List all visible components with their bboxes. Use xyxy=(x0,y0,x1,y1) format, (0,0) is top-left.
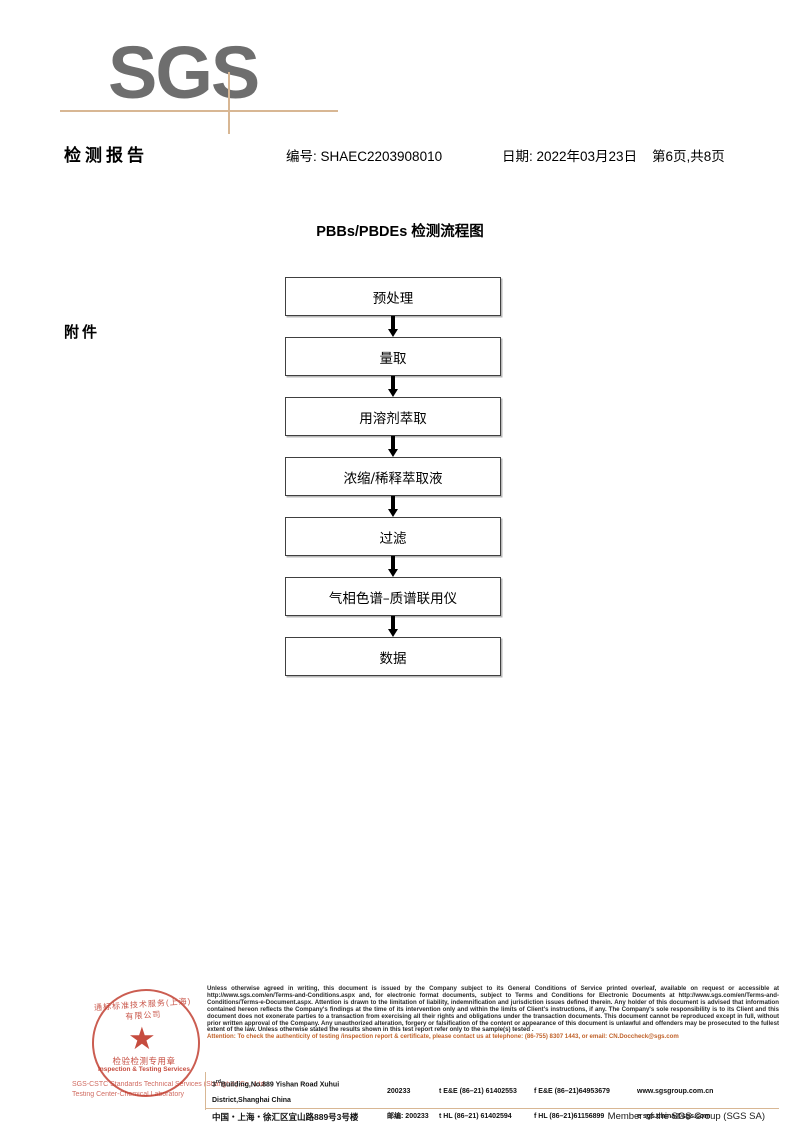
flow-arrow-5 xyxy=(285,556,501,577)
address-divider-horizontal xyxy=(205,1108,779,1110)
company-seal-stamp: 通标标准技术服务(上海)有限公司 ★ 检验检测专用章 Inspection & … xyxy=(72,984,266,1102)
flowchart-title: PBBs/PBDEs 检测流程图 xyxy=(316,224,484,240)
seal-footer-line-2: Testing Center-Chemical Laboratory xyxy=(72,1091,185,1098)
flowchart: 预处理 量取 用溶剂萃取 浓缩/稀释萃取液 过滤 气相色谱–质谱联用仪 数据 xyxy=(285,277,503,676)
flow-step-label: 预处理 xyxy=(372,290,414,307)
star-icon: ★ xyxy=(128,1021,156,1056)
report-date: 日期: 2022年03月23日 xyxy=(502,149,638,164)
seal-center-en: Inspection & Testing Services xyxy=(98,1066,190,1073)
telephone-hl: t HL (86–21) 61402594 xyxy=(439,1113,512,1121)
section-subtitle: 附件 xyxy=(64,323,101,341)
flow-step-label: 气相色谱–质谱联用仪 xyxy=(328,590,458,607)
address-zip-cn: 邮编: 200233 xyxy=(387,1113,429,1121)
address-en: 3rdBuilding,No.889 Yishan Road Xuhui Dis… xyxy=(212,1079,340,1105)
flow-arrow-1 xyxy=(285,316,501,337)
seal-footer-line-1: SGS-CSTC Standards Technical Services (S… xyxy=(72,1081,267,1088)
flow-step-7: 数据 xyxy=(285,637,501,676)
website-link[interactable]: www.sgsgroup.com.cn xyxy=(637,1087,714,1095)
sgs-logo: SGS xyxy=(60,31,368,134)
flow-step-1: 预处理 xyxy=(285,277,501,316)
logo-rule-horizontal xyxy=(60,110,338,112)
address-zip-en: 200233 xyxy=(387,1087,411,1095)
address-cn: 中国・上海・徐汇区宜山路889号3号楼 xyxy=(212,1112,359,1123)
fax-hl: f HL (86–21)61156899 xyxy=(534,1113,605,1121)
flow-step-2: 量取 xyxy=(285,337,501,376)
flow-step-label: 用溶剂萃取 xyxy=(359,410,427,427)
legal-attention-notice: Attention: To check the authenticity of … xyxy=(207,1033,679,1041)
flow-step-label: 量取 xyxy=(379,350,407,367)
flow-step-4: 浓缩/稀释萃取液 xyxy=(285,457,501,496)
address-row-en: 3rdBuilding,No.889 Yishan Road Xuhui Dis… xyxy=(212,1074,782,1109)
report-number: 编号: SHAEC2203908010 xyxy=(286,149,443,164)
email-link[interactable]: e sgs.china@sgs.com xyxy=(637,1113,711,1121)
legal-paragraph: Unless otherwise agreed in writing, this… xyxy=(207,985,779,1034)
page-title: 检测报告 xyxy=(64,146,148,166)
legal-terms-block: Unless otherwise agreed in writing, this… xyxy=(207,985,779,1041)
address-divider-vertical xyxy=(205,1072,207,1110)
report-header: 检测报告 编号: SHAEC2203908010 日期: 2022年03月23日… xyxy=(0,141,800,341)
seal-center-cn: 检验检测专用章 xyxy=(112,1056,176,1066)
flow-arrow-2 xyxy=(285,376,501,397)
flow-arrow-4 xyxy=(285,496,501,517)
flow-arrow-6 xyxy=(285,616,501,637)
flow-step-6: 气相色谱–质谱联用仪 xyxy=(285,577,501,616)
flow-step-label: 浓缩/稀释萃取液 xyxy=(343,470,443,487)
telephone-ee: t E&E (86–21) 61402553 xyxy=(439,1087,517,1095)
address-row-cn: 中国・上海・徐汇区宜山路889号3号楼 邮编: 200233 t HL (86–… xyxy=(212,1109,782,1125)
logo-rule-vertical xyxy=(228,72,230,134)
flow-step-label: 过滤 xyxy=(379,530,407,547)
logo-wordmark: SGS xyxy=(108,31,260,114)
flow-step-5: 过滤 xyxy=(285,517,501,556)
flow-step-3: 用溶剂萃取 xyxy=(285,397,501,436)
page-indicator: 第6页,共8页 xyxy=(652,149,725,164)
flow-step-label: 数据 xyxy=(379,650,407,667)
sgs-group-member-note: Member of the SGS Group (SGS SA) xyxy=(607,1111,765,1122)
flow-arrow-3 xyxy=(285,436,501,457)
address-block: 3rdBuilding,No.889 Yishan Road Xuhui Dis… xyxy=(212,1074,782,1125)
fax-ee: f E&E (86–21)64953679 xyxy=(534,1087,610,1095)
